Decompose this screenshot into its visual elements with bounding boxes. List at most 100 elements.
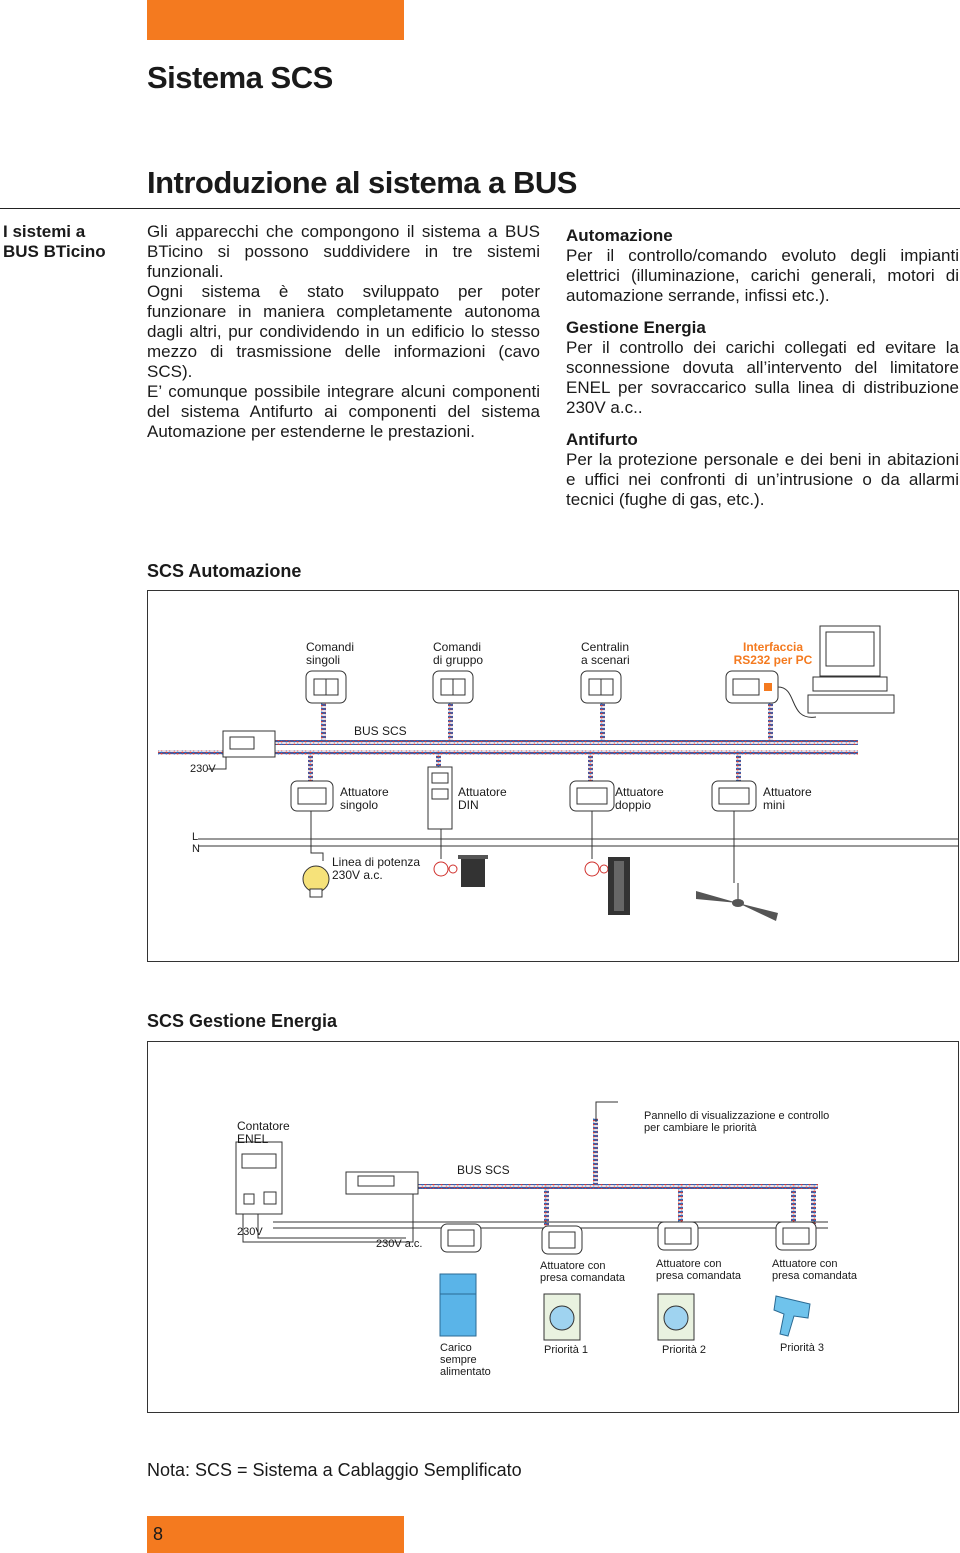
bus-cable: [418, 1184, 818, 1189]
label-line: ENEL: [237, 1132, 269, 1146]
label-line: RS232 per PC: [733, 653, 813, 667]
control-unit-icon: [345, 1171, 419, 1195]
bus-drop: [448, 701, 453, 741]
header-accent-bar: [147, 0, 404, 40]
system-description: Per il controllo dei carichi collegati e…: [566, 338, 959, 417]
label-line: mini: [763, 798, 786, 812]
motor-icon: [433, 861, 458, 877]
automazione-schematic: [158, 625, 958, 921]
systems-list: Automazione Per il controllo/comando evo…: [566, 226, 959, 510]
washing-machine-icon: [543, 1293, 581, 1341]
bus-drop: [308, 751, 313, 785]
label-line: Attuatore: [615, 785, 664, 799]
actuator-icon: [657, 1221, 699, 1251]
label-230v: 230V: [237, 1226, 263, 1238]
bus-drop: [791, 1184, 796, 1226]
bus-drop: [321, 701, 326, 741]
computer-icon: [777, 625, 895, 718]
actuator-icon: [711, 780, 757, 812]
power-supply-icon: [222, 730, 276, 758]
fridge-icon: [439, 1273, 477, 1337]
label-line: Attuatore: [763, 785, 812, 799]
switch-icon: [580, 670, 622, 704]
motor-icon: [584, 861, 609, 877]
page-number: 8: [153, 1524, 164, 1544]
label-line: sempre: [440, 1354, 477, 1366]
energy-meter-icon: [235, 1141, 283, 1215]
label-line: Pannello di visualizzazione e controllo: [644, 1110, 830, 1122]
diagram-energia-title: SCS Gestione Energia: [147, 1011, 338, 1031]
label-line: alimentato: [440, 1366, 491, 1378]
switch-icon: [432, 670, 474, 704]
label-n: N: [192, 843, 200, 855]
label-line: doppio: [615, 798, 652, 812]
label-line: presa comandata: [540, 1272, 625, 1284]
intro-paragraph: Ogni sistema è stato sviluppato per pote…: [147, 282, 540, 381]
bus-drop: [811, 1184, 816, 1224]
system-description: Per il controllo/comando evoluto degli i…: [566, 246, 959, 305]
label-230v-ac: 230V a.c.: [376, 1238, 423, 1250]
label-line: 230V a.c.: [332, 868, 383, 882]
bus-drop: [544, 1184, 549, 1234]
sidebar-label: I sistemi a BUS BTicino: [3, 222, 138, 262]
bus-drop: [768, 701, 773, 741]
label-230v: 230V: [190, 763, 216, 775]
label-line: Comandi: [433, 640, 482, 654]
energia-schematic: [235, 1101, 828, 1341]
label-line: Carico: [440, 1342, 472, 1354]
actuator-icon: [290, 780, 334, 812]
label-line: presa comandata: [656, 1270, 741, 1282]
actuator-icon: [775, 1221, 817, 1251]
section-divider: [0, 208, 960, 209]
label-line: singoli: [306, 653, 341, 667]
page-number-bar: [147, 1516, 404, 1553]
label-line: presa comandata: [772, 1270, 857, 1282]
label-priorita-1: Priorità 1: [544, 1344, 589, 1356]
page-title: Sistema SCS: [147, 60, 333, 95]
label-line: Centralin: [581, 640, 630, 654]
intro-paragraph: E’ comunque possibile integrare alcuni c…: [147, 382, 540, 441]
bus-drop: [600, 701, 605, 741]
intro-paragraph: Gli apparecchi che compongono il sistema…: [147, 222, 540, 281]
sidebar-line: I sistemi a: [3, 222, 86, 241]
label-priorita-2: Priorità 2: [662, 1344, 707, 1356]
label-line: Contatore: [237, 1119, 290, 1133]
label-line: singolo: [340, 798, 379, 812]
bus-cable: [228, 740, 858, 745]
bus-drop: [588, 751, 593, 785]
din-actuator-icon: [427, 766, 453, 830]
actuator-icon: [541, 1225, 583, 1255]
label-line: per cambiare le priorità: [644, 1122, 757, 1134]
label-line: DIN: [458, 798, 479, 812]
label-bus: BUS SCS: [354, 724, 407, 738]
label-bus: BUS SCS: [457, 1163, 510, 1177]
actuator-icon: [569, 780, 615, 812]
label-line: Attuatore: [458, 785, 507, 799]
label-line: Attuatore con: [656, 1258, 722, 1270]
label-line: Interfaccia: [742, 640, 804, 654]
bus-drop: [736, 751, 741, 785]
diagram-automazione-title: SCS Automazione: [147, 561, 302, 581]
label-line: Attuatore con: [540, 1260, 606, 1272]
bus-drop: [593, 1118, 598, 1186]
label-line: Attuatore con: [772, 1258, 838, 1270]
switch-icon: [305, 670, 347, 704]
lightbulb-icon: [302, 865, 330, 898]
label-l: L: [192, 831, 199, 843]
actuator-icon: [440, 1223, 482, 1253]
label-line: a scenari: [581, 653, 630, 667]
